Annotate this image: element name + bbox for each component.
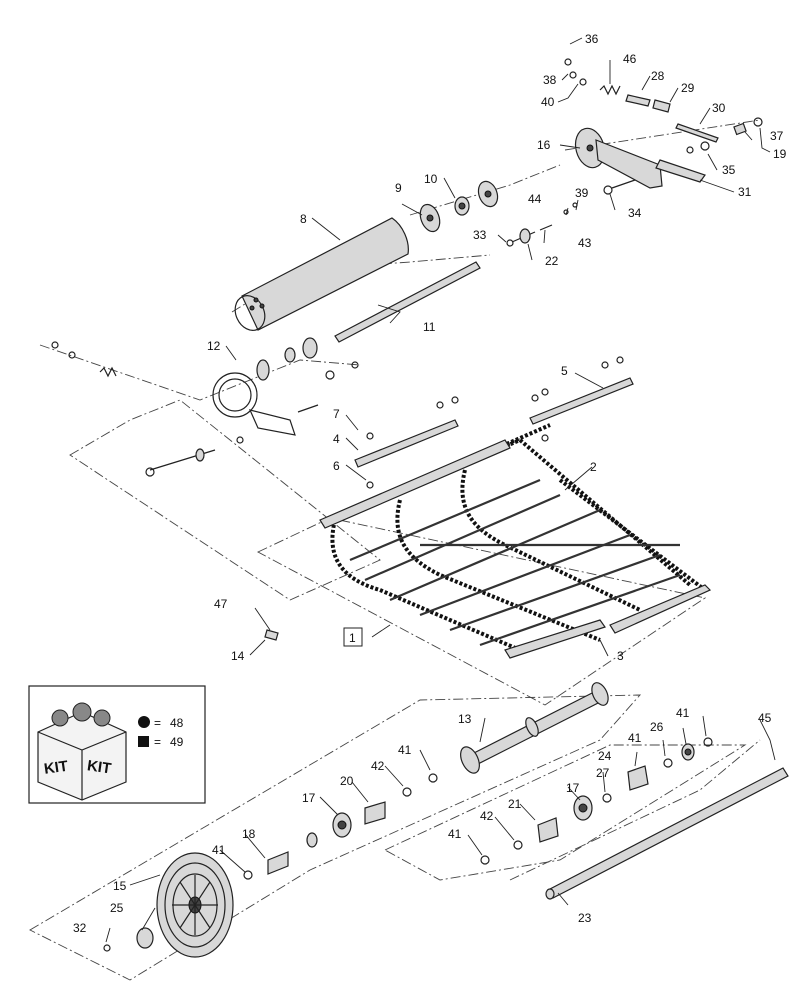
callout-23: 23 xyxy=(578,911,592,925)
guide-strips xyxy=(354,356,634,489)
callout-12: 12 xyxy=(207,339,221,353)
callout-9: 9 xyxy=(395,181,402,195)
callout-17a: 17 xyxy=(302,791,316,805)
callout-15: 15 xyxy=(113,879,127,893)
callout-26: 26 xyxy=(650,720,664,734)
callout-43: 43 xyxy=(578,236,592,250)
kit-circle-separator: = xyxy=(154,716,161,730)
callout-10: 10 xyxy=(424,172,438,186)
conveyor-assembly xyxy=(319,423,712,659)
callout-20: 20 xyxy=(340,774,354,788)
bearing-parts-lower xyxy=(243,737,713,880)
callout-37: 37 xyxy=(770,129,784,143)
callout-16: 16 xyxy=(537,138,551,152)
callout-22: 22 xyxy=(545,254,559,268)
callout-6: 6 xyxy=(333,459,340,473)
spring-rod-parts xyxy=(564,58,763,154)
callout-11: 11 xyxy=(423,320,436,334)
callout-21: 21 xyxy=(508,797,522,811)
upper-mid-axis xyxy=(409,164,561,216)
callout-1-box xyxy=(343,627,363,647)
callout-41b: 41 xyxy=(398,743,412,757)
callout-5: 5 xyxy=(561,364,568,378)
callout-45: 45 xyxy=(758,711,772,725)
shaft-outline xyxy=(29,694,642,981)
leader-lines xyxy=(105,37,776,943)
callout-4: 4 xyxy=(333,432,340,446)
kit-square-number: 49 xyxy=(170,735,184,749)
callout-29: 29 xyxy=(681,81,695,95)
callout-38: 38 xyxy=(543,73,557,87)
callout-8: 8 xyxy=(300,212,307,226)
callout-7: 7 xyxy=(333,407,340,421)
callout-39: 39 xyxy=(575,186,589,200)
callout-33: 33 xyxy=(473,228,487,242)
clip-part xyxy=(264,629,279,641)
callout-42a: 42 xyxy=(371,759,385,773)
callout-47: 47 xyxy=(214,597,228,611)
kit-square-symbol xyxy=(138,736,149,747)
callout-18: 18 xyxy=(242,827,256,841)
callout-36: 36 xyxy=(585,32,599,46)
right-group-outline xyxy=(384,744,747,881)
kit-square-separator: = xyxy=(154,735,161,749)
bolt-parts-upper xyxy=(506,179,636,247)
callout-3: 3 xyxy=(617,649,624,663)
callout-35: 35 xyxy=(722,163,736,177)
kit-box-text-left: KIT xyxy=(43,758,69,778)
kit-box-text-right: KIT xyxy=(86,757,112,777)
callout-32: 32 xyxy=(73,921,87,935)
callout-44: 44 xyxy=(528,192,542,206)
flange-bearing-parts xyxy=(419,180,499,233)
drive-shaft-part xyxy=(460,682,609,774)
kit-legend: KIT KIT = 48 = 49 xyxy=(28,685,206,804)
callout-25: 25 xyxy=(110,901,124,915)
callout-41e: 41 xyxy=(676,706,690,720)
callout-41c: 41 xyxy=(448,827,462,841)
arm-plate-part xyxy=(574,127,706,189)
callout-2: 2 xyxy=(590,460,597,474)
callout-41a: 41 xyxy=(212,843,226,857)
callout-1: 1 xyxy=(349,631,356,645)
long-rod-part xyxy=(545,767,789,900)
callout-30: 30 xyxy=(712,101,726,115)
conveyor-outline xyxy=(256,517,707,706)
drive-axis xyxy=(39,344,361,401)
kit-circle-number: 48 xyxy=(170,716,184,730)
kit-box-icon: KIT KIT xyxy=(37,702,127,801)
roller-part xyxy=(234,217,409,331)
callout-24: 24 xyxy=(598,749,612,763)
callout-31: 31 xyxy=(738,185,752,199)
pulley-part xyxy=(103,852,234,958)
callout-46: 46 xyxy=(623,52,637,66)
callout-14: 14 xyxy=(231,649,245,663)
drive-assembly-outline xyxy=(69,399,381,601)
callout-27: 27 xyxy=(596,766,610,780)
callout-42b: 42 xyxy=(480,809,494,823)
hex-shaft-part xyxy=(334,261,481,343)
kit-circle-symbol xyxy=(138,716,150,728)
callout-labels: 1 2 3 4 5 6 7 8 9 10 11 12 13 14 15 16 1… xyxy=(73,32,787,935)
callout-28: 28 xyxy=(651,69,665,83)
callout-34: 34 xyxy=(628,206,642,220)
callout-13: 13 xyxy=(458,712,472,726)
callout-17b: 17 xyxy=(566,781,580,795)
callout-19: 19 xyxy=(773,147,787,161)
drive-assembly xyxy=(51,337,359,477)
callout-41d: 41 xyxy=(628,731,642,745)
callout-40: 40 xyxy=(541,95,555,109)
